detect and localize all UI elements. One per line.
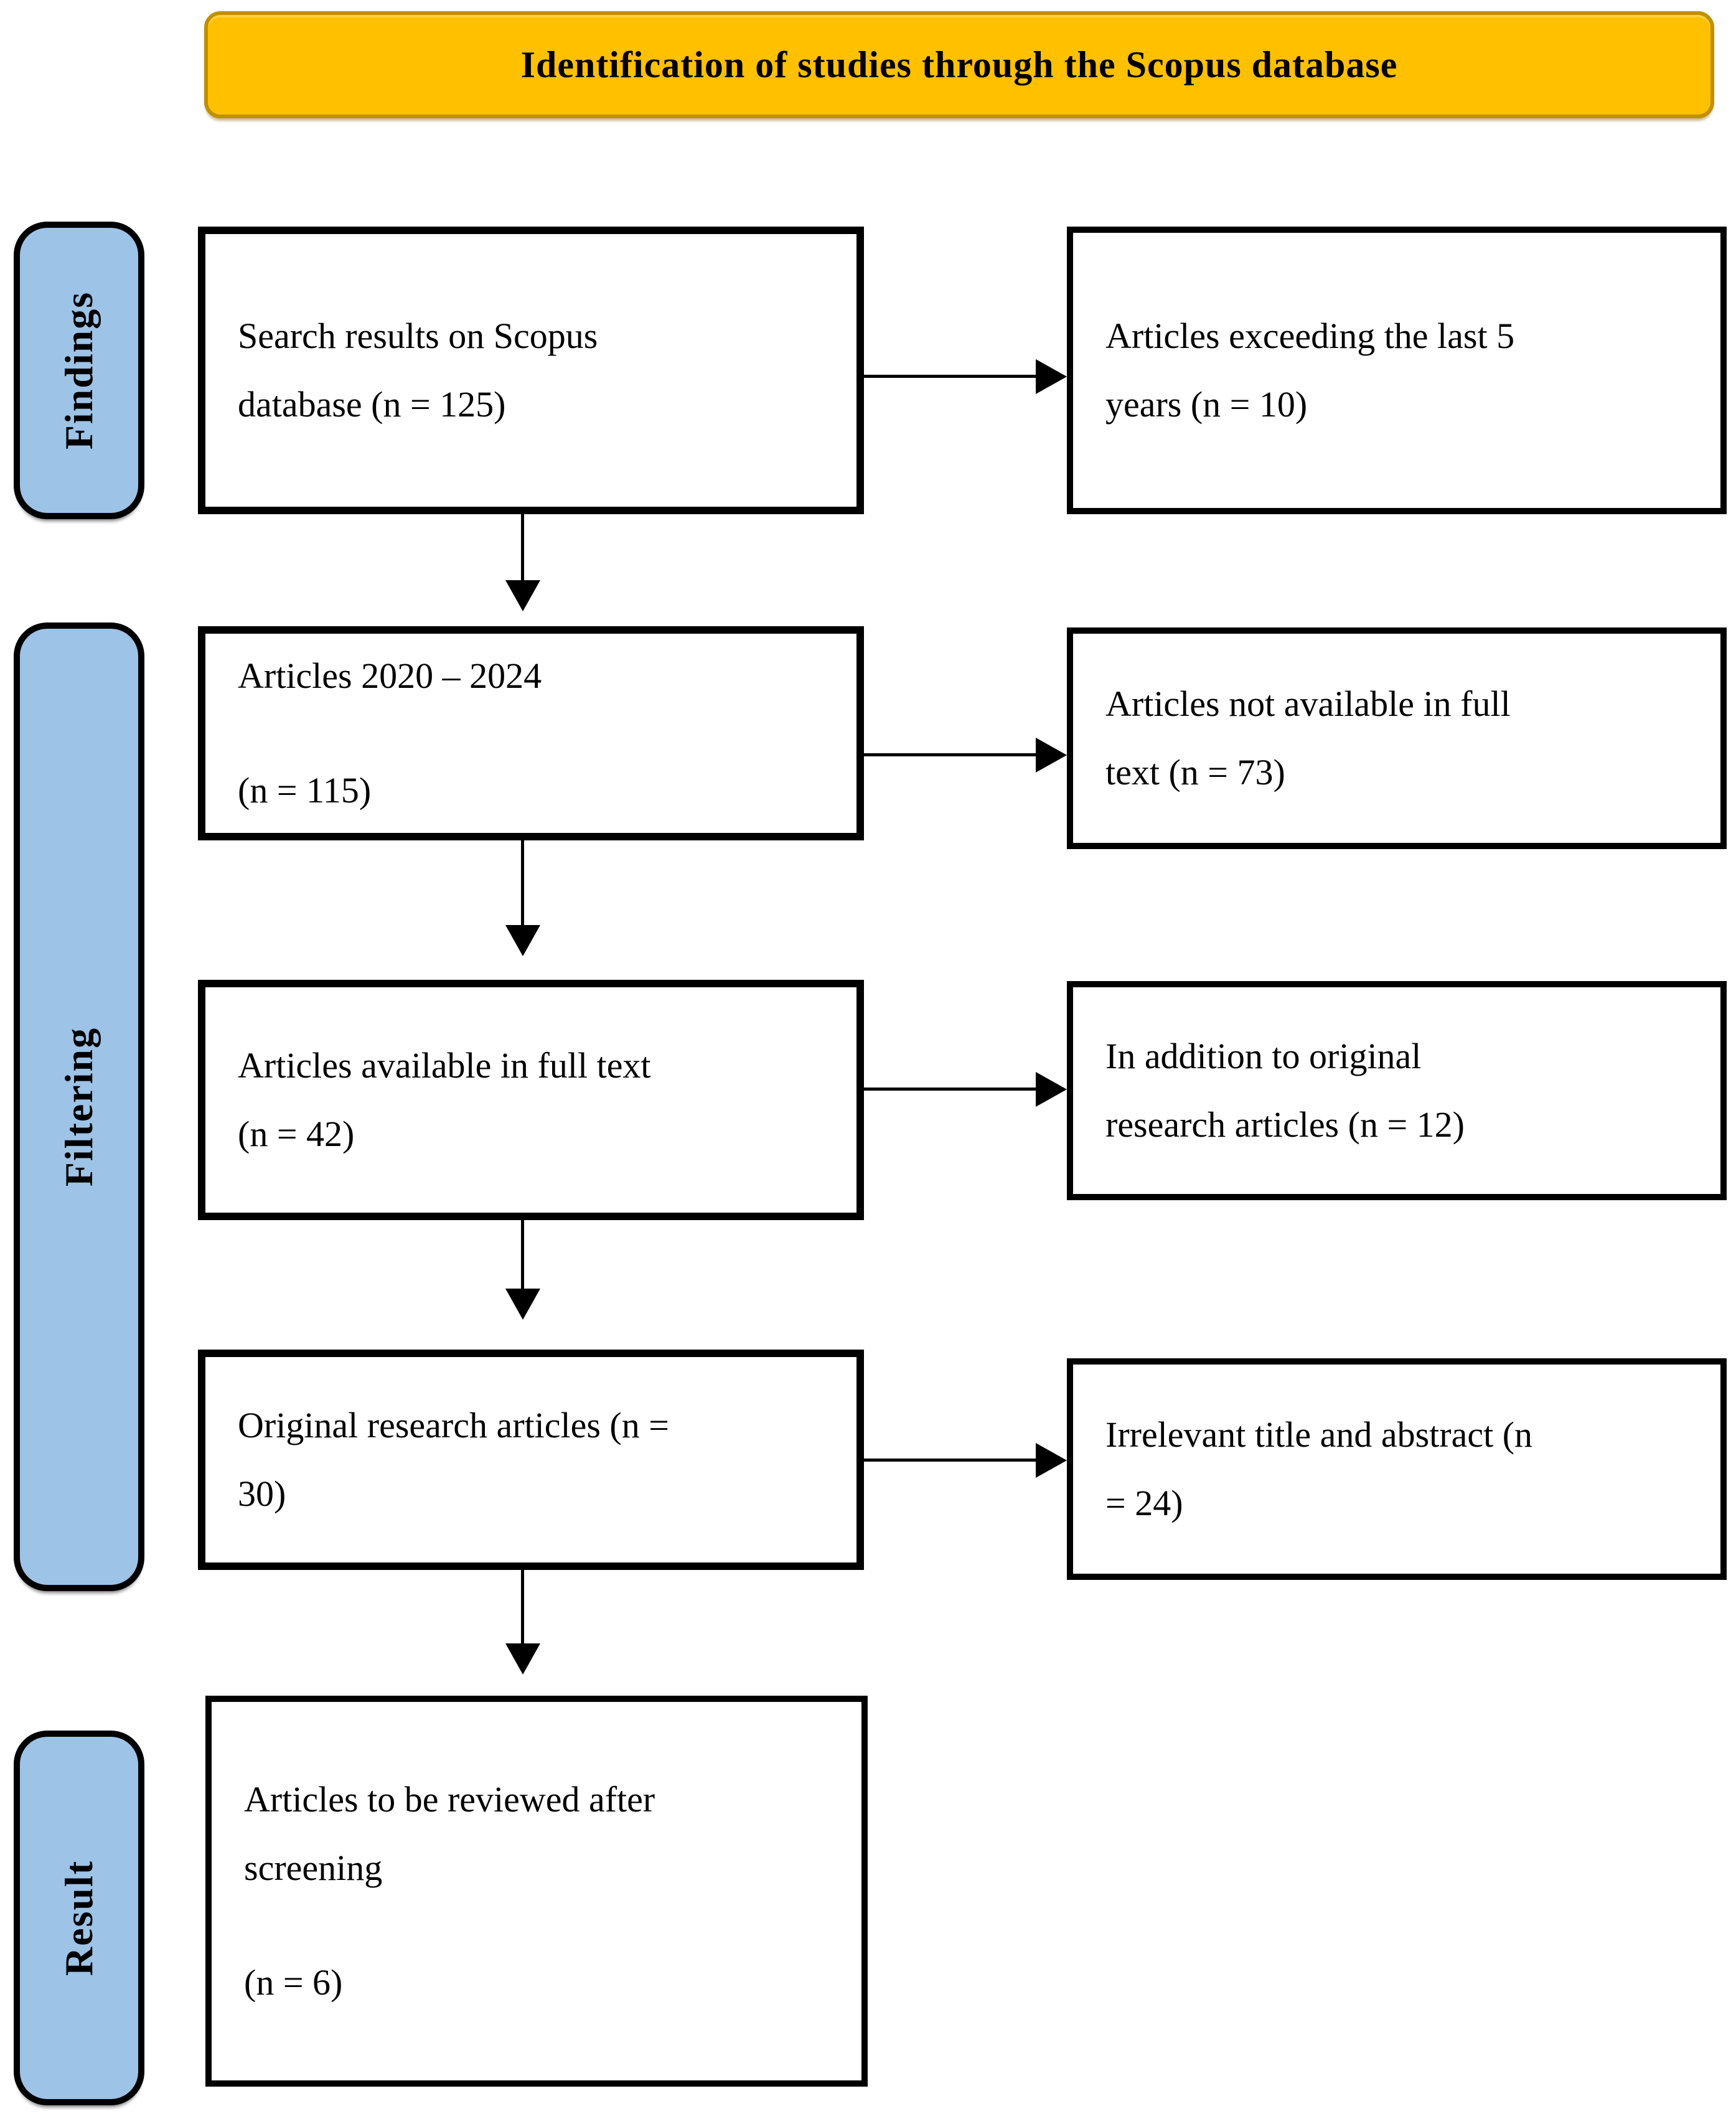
flow-box-available-full-text: Articles available in full text (n = 42) [198, 980, 864, 1220]
arrow-right-icon-2 [1036, 738, 1067, 773]
flow-box-reviewed-after-screening: Articles to be reviewed after screening … [205, 1696, 868, 2087]
stage-label-filtering: Filtering [14, 623, 144, 1591]
side-box-not-available-full-text-text: Articles not available in full text (n =… [1105, 683, 1511, 792]
flow-box-articles-2020-2024-count: (n = 115) [238, 770, 372, 810]
arrow-right-icon-3 [1036, 1072, 1067, 1107]
side-box-not-available-full-text: Articles not available in full text (n =… [1067, 627, 1727, 849]
arrow-down-icon-3 [505, 1289, 540, 1320]
arrow-down-line-4 [521, 1570, 524, 1643]
side-box-exceeding-5-years-text: Articles exceeding the last 5 years (n =… [1105, 315, 1515, 425]
flow-box-search-results: Search results on Scopus database (n = 1… [198, 227, 864, 514]
side-box-in-addition-original-text: In addition to original research article… [1105, 1035, 1465, 1145]
arrow-right-line-4 [864, 1459, 1037, 1462]
flow-box-articles-2020-2024-text: Articles 2020 – 2024 [238, 655, 542, 696]
arrow-right-icon-4 [1036, 1443, 1067, 1478]
banner-title: Identification of studies through the Sc… [520, 44, 1398, 85]
flow-box-reviewed-after-screening-count: (n = 6) [244, 1962, 343, 2003]
flow-box-search-results-text: Search results on Scopus database (n = 1… [238, 315, 598, 425]
arrow-right-line-1 [864, 375, 1037, 378]
arrow-down-icon-1 [505, 580, 540, 611]
flow-box-original-research-text: Original research articles (n = 30) [238, 1404, 669, 1514]
arrow-right-icon-1 [1036, 359, 1067, 394]
arrow-down-icon-2 [505, 925, 540, 956]
arrow-down-line-2 [521, 840, 524, 925]
side-box-in-addition-original: In addition to original research article… [1067, 981, 1727, 1200]
stage-label-result: Result [14, 1731, 144, 2105]
flow-box-reviewed-after-screening-text: Articles to be reviewed after screening [244, 1778, 655, 1888]
flow-box-available-full-text-text: Articles available in full text (n = 42) [238, 1045, 651, 1154]
flow-box-original-research: Original research articles (n = 30) [198, 1350, 864, 1570]
flow-box-articles-2020-2024: Articles 2020 – 2024 (n = 115) [198, 626, 864, 840]
arrow-down-line-1 [521, 514, 524, 580]
arrow-down-icon-4 [505, 1643, 540, 1675]
arrow-down-line-3 [521, 1220, 524, 1289]
stage-label-result-text: Result [57, 1859, 101, 1976]
arrow-right-line-3 [864, 1088, 1037, 1091]
stage-label-filtering-text: Filtering [57, 1027, 101, 1187]
banner: Identification of studies through the Sc… [204, 11, 1714, 118]
side-box-irrelevant-title-abstract: Irrelevant title and abstract (n = 24) [1067, 1358, 1727, 1580]
arrow-right-line-2 [864, 753, 1037, 756]
stage-label-findings-text: Findings [57, 291, 101, 450]
side-box-irrelevant-title-abstract-text: Irrelevant title and abstract (n = 24) [1105, 1414, 1533, 1523]
stage-label-findings: Findings [14, 222, 144, 519]
side-box-exceeding-5-years: Articles exceeding the last 5 years (n =… [1067, 227, 1727, 514]
